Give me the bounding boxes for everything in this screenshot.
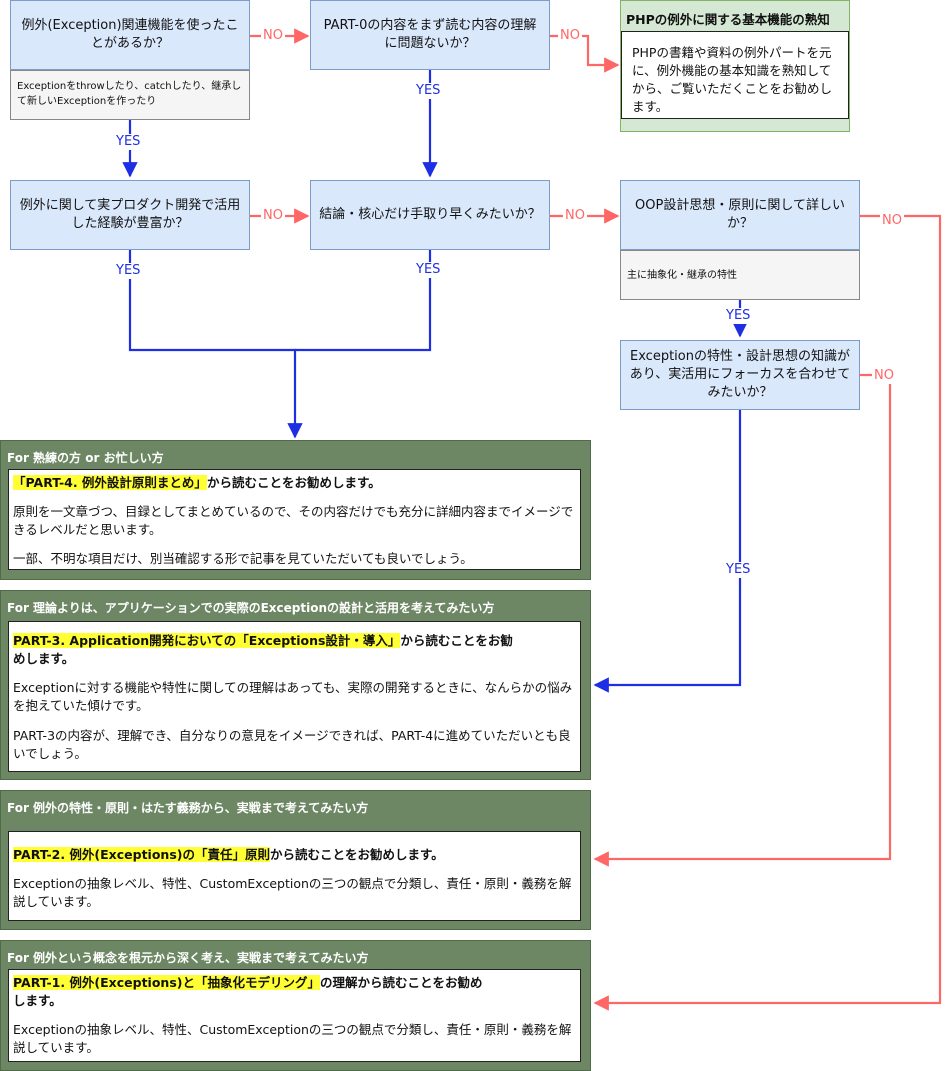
label-q4-no: NO xyxy=(563,208,587,224)
label-q1-no: NO xyxy=(261,28,285,44)
panel-part1: For 例外という概念を根元から深く考え、実戦まで考えてみたい方 PART-1.… xyxy=(0,940,591,1071)
panel-part1-title: For 例外という概念を根元から深く考え、実戦まで考えてみたい方 xyxy=(7,951,369,965)
question-production-experience: 例外に関して実プロダクト開発で活用した経験が豊富か？ xyxy=(10,180,250,250)
label-q1-yes: YES xyxy=(114,134,143,150)
label-q4-yes: YES xyxy=(414,262,443,278)
panel-part4-recommendation: 「PART-4. 例外設計原則まとめ」から読むことをお勧めします。 xyxy=(13,474,576,492)
question-oop-principles: OOP設計思想・原則に関して詳しいか？ xyxy=(620,180,860,250)
note-exception-usage: Exceptionをthrowしたり、catchしたり、継承して新しいExcep… xyxy=(10,70,250,120)
question-exception-experience: 例外(Exception)関連機能を使ったことがあるか？ xyxy=(10,0,250,70)
panel-part2-title: For 例外の特性・原則・はたす義務から、実戦まで考えてみたい方 xyxy=(7,801,369,815)
edge-q5-no xyxy=(593,214,942,1011)
edge-q6-no xyxy=(593,373,892,867)
panel-part4-highlight: 「PART-4. 例外設計原則まとめ」 xyxy=(13,475,207,490)
panel-part3-title: For 理論よりは、アプリケーションでの実際のExceptionの設計と活用を考… xyxy=(7,601,495,615)
panel-part1-body: PART-1. 例外(Exceptions)と「抽象化モデリング」の理解から読む… xyxy=(8,969,581,1062)
panel-part3-recommendation: PART-3. Application開発においての「Exceptions設計・… xyxy=(13,632,576,668)
label-q5-yes: YES xyxy=(724,308,753,324)
panel-part4-rec-rest: から読むことをお勧めします。 xyxy=(206,475,381,490)
php-basics-body: PHPの書籍や資料の例外パートを元に、例外機能の基本知識を熟知してから、ご覧いた… xyxy=(621,31,849,119)
edge-q6-yes xyxy=(593,410,742,693)
panel-part4-para-2: 一部、不明な項目だけ、別当確認する形で記事を見ていただいても良いでしょう。 xyxy=(13,551,473,567)
label-q2-no: NO xyxy=(558,28,582,44)
panel-part4-body: 「PART-4. 例外設計原則まとめ」から読むことをお勧めします。 原則を一文章… xyxy=(8,469,581,570)
panel-part3-rec-rest: から読むことをお勧めします。 xyxy=(13,633,513,667)
panel-part3-para-1: Exceptionに対する機能や特性に関しての理解はあっても、実際の開発するとき… xyxy=(13,680,573,714)
panel-part4: For 熟練の方 or お忙しい方 「PART-4. 例外設計原則まとめ」から読… xyxy=(0,440,591,580)
php-basics-title: PHPの例外に関する基本機能の熟知 xyxy=(626,12,830,27)
panel-part1-para-1: Exceptionの抽象レベル、特性、CustomExceptionの三つの観点… xyxy=(13,1022,572,1056)
note-abstraction-inheritance: 主に抽象化・継承の特性 xyxy=(620,250,860,300)
panel-part4-para-1: 原則を一文章づつ、目録としてまとめているので、その内容だけでも充分に詳細内容まで… xyxy=(13,504,574,538)
panel-part2-para-1: Exceptionの抽象レベル、特性、CustomExceptionの三つの観点… xyxy=(13,876,572,910)
label-q5-no: NO xyxy=(880,213,904,229)
label-q6-no: NO xyxy=(872,368,896,384)
panel-part2-body: PART-2. 例外(Exceptions)の「責任」原則から読むことをお勧めし… xyxy=(8,831,581,921)
panel-part2-recommendation: PART-2. 例外(Exceptions)の「責任」原則から読むことをお勧めし… xyxy=(13,846,576,864)
php-basics-note: PHPの例外に関する基本機能の熟知 PHPの書籍や資料の例外パートを元に、例外機… xyxy=(620,0,850,132)
panel-part1-highlight: PART-1. 例外(Exceptions)と「抽象化モデリング」 xyxy=(13,975,320,990)
label-q3-yes: YES xyxy=(114,263,143,279)
panel-part4-title: For 熟練の方 or お忙しい方 xyxy=(7,451,164,465)
panel-part3-para-2: PART-3の内容が、理解でき、自分なりの意見をイメージできれば、PART-4に… xyxy=(13,727,571,761)
label-q3-no: NO xyxy=(261,208,285,224)
label-q6-yes: YES xyxy=(724,562,753,578)
panel-part3: For 理論よりは、アプリケーションでの実際のExceptionの設計と活用を考… xyxy=(0,590,591,780)
question-practical-focus: Exceptionの特性・設計思想の知識があり、実活用にフォーカスを合わせてみた… xyxy=(620,340,860,410)
question-core-conclusion: 結論・核心だけ手取り早くみたいか？ xyxy=(310,180,550,250)
panel-part2-highlight: PART-2. 例外(Exceptions)の「責任」原則 xyxy=(13,847,270,862)
panel-part2: For 例外の特性・原則・はたす義務から、実戦まで考えてみたい方 PART-2.… xyxy=(0,790,591,930)
panel-part1-rec-rest: の理解から読むことをお勧めします。 xyxy=(13,975,483,1009)
panel-part3-highlight: PART-3. Application開発においての「Exceptions設計・… xyxy=(13,633,401,648)
edge-q4-yes xyxy=(295,250,432,352)
panel-part2-rec-rest: から読むことをお勧めします。 xyxy=(269,847,444,862)
panel-part3-body: PART-3. Application開発においての「Exceptions設計・… xyxy=(8,621,581,772)
label-q2-yes: YES xyxy=(414,83,443,99)
question-part0-understanding: PART-0の内容をまず読む内容の理解に問題ないか？ xyxy=(310,0,550,70)
edge-q3-yes xyxy=(128,250,303,439)
panel-part1-recommendation: PART-1. 例外(Exceptions)と「抽象化モデリング」の理解から読む… xyxy=(13,974,576,1010)
